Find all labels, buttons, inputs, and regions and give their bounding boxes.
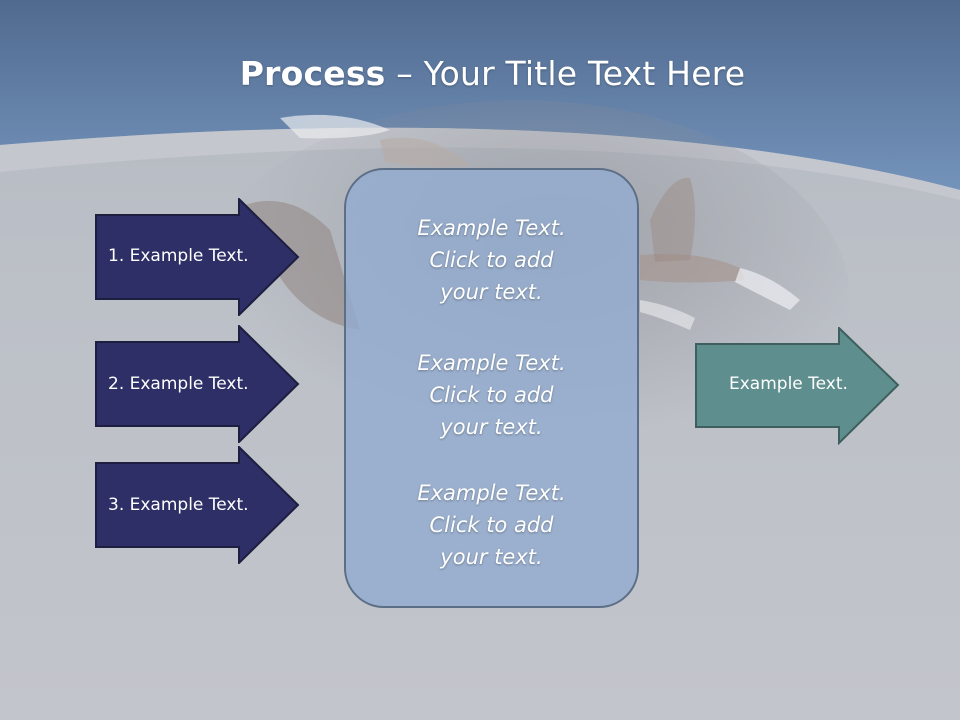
- center-text-3-line3: your text.: [440, 545, 543, 569]
- center-content-box[interactable]: [344, 168, 639, 608]
- left-arrow-1[interactable]: [95, 198, 300, 316]
- right-arrow[interactable]: [695, 327, 900, 445]
- title-rest: – Your Title Text Here: [385, 54, 746, 93]
- center-text-1-line3: your text.: [440, 280, 543, 304]
- center-text-block-3: Example Text. Click to add your text.: [344, 477, 639, 573]
- center-text-1-line1: Example Text.: [417, 216, 566, 240]
- slide-title: Process – Your Title Text Here: [0, 52, 960, 96]
- center-text-2-line2: Click to add: [429, 383, 554, 407]
- center-text-2-line1: Example Text.: [417, 351, 566, 375]
- left-arrow-2[interactable]: [95, 325, 300, 443]
- left-arrow-2-label: 2. Example Text.: [108, 374, 249, 394]
- left-arrow-1-label: 1. Example Text.: [108, 246, 249, 266]
- left-arrow-3[interactable]: [95, 446, 300, 564]
- center-text-1-line2: Click to add: [429, 248, 554, 272]
- title-bold: Process: [239, 54, 386, 93]
- right-arrow-label: Example Text.: [729, 374, 848, 394]
- center-text-block-1: Example Text. Click to add your text.: [344, 212, 639, 308]
- center-text-block-2: Example Text. Click to add your text.: [344, 347, 639, 443]
- center-text-3-line1: Example Text.: [417, 481, 566, 505]
- center-text-3-line2: Click to add: [429, 513, 554, 537]
- left-arrow-3-label: 3. Example Text.: [108, 495, 249, 515]
- center-text-2-line3: your text.: [440, 415, 543, 439]
